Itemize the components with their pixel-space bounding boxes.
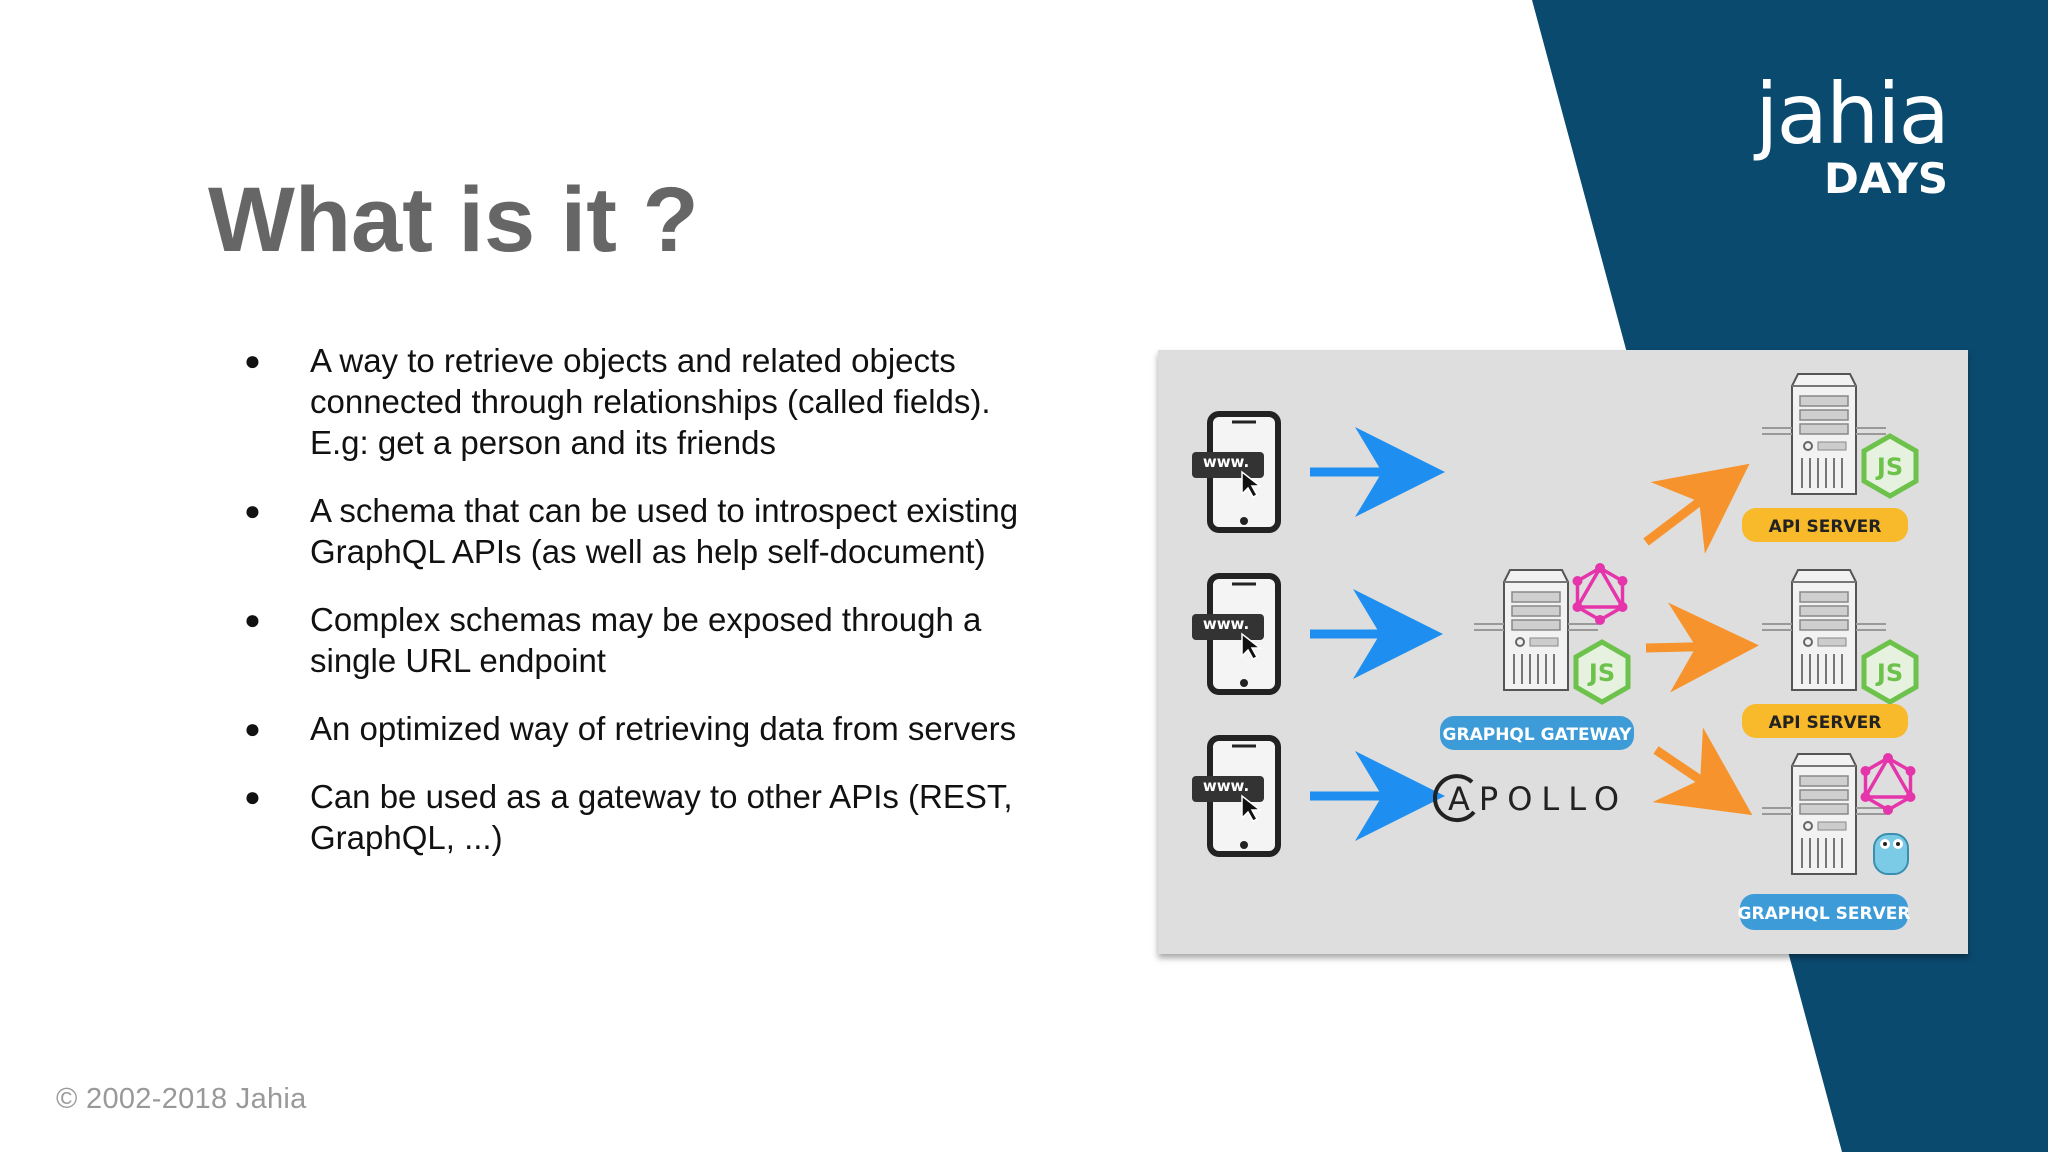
bullet-text: Complex schemas may be exposed through a… (310, 601, 982, 679)
api-server-badge (1742, 704, 1908, 738)
graphql-logo-icon (1858, 751, 1918, 817)
graphql-server-badge (1740, 894, 1908, 930)
apollo-logo-icon (1432, 774, 1476, 823)
bullet-dot: ● (244, 713, 261, 744)
bullet-text: A schema that can be used to introspect … (310, 492, 1019, 570)
gateway-badge (1440, 716, 1634, 750)
bullet-dot: ● (244, 781, 261, 812)
graphql-logo-icon (1570, 561, 1630, 627)
slide-title: What is it ? (208, 169, 699, 271)
go-gopher-icon (1873, 833, 1909, 875)
apollo-label: APOLLO (1448, 780, 1628, 818)
bullet-text: An optimized way of retrieving data from… (310, 710, 1017, 747)
copyright-footer: © 2002-2018 Jahia (56, 1083, 307, 1115)
nodejs-badge-text: JS (1587, 659, 1615, 687)
gateway-badge-label: GRAPHQL GATEWAY (1443, 725, 1633, 745)
arrow-icon (1643, 463, 1750, 554)
bullet-text: A way to retrieve objects and related ob… (310, 342, 991, 461)
api-server-label: API SERVER (1769, 517, 1882, 537)
arrow-icon (1652, 727, 1753, 816)
bullet-item: ● Complex schemas may be exposed through… (240, 599, 1020, 681)
bullet-dot: ● (244, 604, 261, 635)
phone-icon (1192, 414, 1278, 530)
nodejs-badge-text: JS (1875, 659, 1903, 687)
client-www-label: www. (1203, 777, 1249, 795)
bullet-list: ● A way to retrieve objects and related … (240, 340, 1020, 885)
phone-icon (1192, 576, 1278, 692)
jahia-days-logo: jahia DAYS (1728, 65, 1950, 212)
api-server-label: API SERVER (1769, 713, 1882, 733)
arrow-icon (1645, 602, 1759, 693)
client-www-label: www. (1203, 615, 1249, 633)
client-www-label: www. (1203, 453, 1249, 471)
bullet-item: ● A way to retrieve objects and related … (240, 340, 1020, 463)
graphql-server-label: GRAPHQL SERVER (1738, 904, 1911, 924)
bullet-item: ● A schema that can be used to introspec… (240, 490, 1020, 572)
bullet-dot: ● (244, 345, 261, 376)
nodejs-badge-text: JS (1875, 453, 1903, 481)
bullet-dot: ● (244, 495, 261, 526)
bullet-item: ● Can be used as a gateway to other APIs… (240, 776, 1020, 858)
logo-jahia-text: jahia (1755, 65, 1950, 163)
phone-icon (1192, 738, 1278, 854)
bullet-item: ● An optimized way of retrieving data fr… (240, 708, 1020, 749)
api-server-badge (1742, 508, 1908, 542)
logo-days-text: DAYS (1823, 154, 1948, 203)
diagram-canvas: www. www. www. JS GRAPHQL GATEWAY APOLLO (1158, 373, 1968, 930)
architecture-diagram: www. www. www. JS GRAPHQL GATEWAY APOLLO (1158, 350, 1968, 954)
bullet-text: Can be used as a gateway to other APIs (… (310, 778, 1013, 856)
